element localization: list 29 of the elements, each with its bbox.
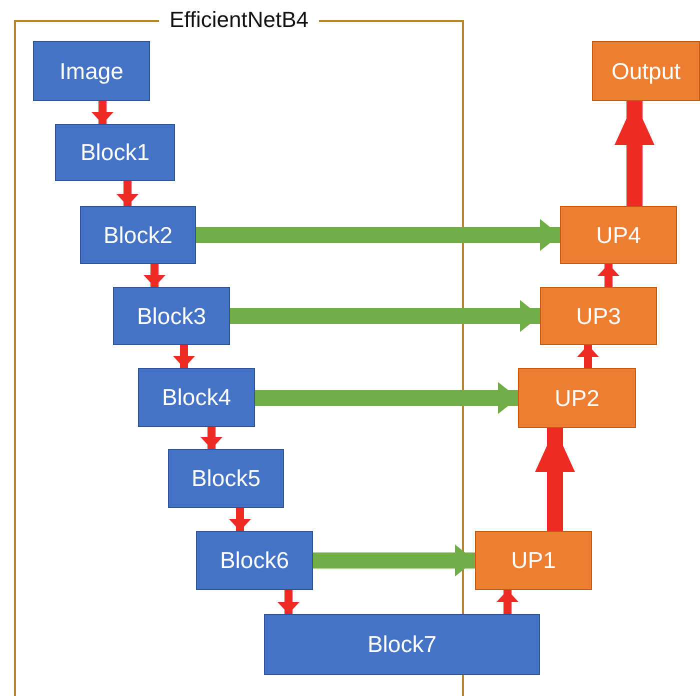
layer-box: Block4 <box>138 368 255 427</box>
arrow <box>577 345 599 368</box>
arrow <box>598 264 620 287</box>
arrow <box>116 181 138 206</box>
layer-box: Block6 <box>196 531 313 590</box>
arrow <box>496 590 518 614</box>
layer-box: Block1 <box>55 124 175 181</box>
arrow <box>92 101 114 124</box>
layer-box: UP2 <box>518 368 636 428</box>
layer-box: UP3 <box>540 287 657 345</box>
layer-box: UP4 <box>560 206 677 264</box>
layer-box: Block2 <box>80 206 196 264</box>
arrow <box>196 219 560 251</box>
arrow <box>535 428 575 531</box>
arrow <box>144 264 166 287</box>
arrow <box>614 101 654 206</box>
layer-box: Output <box>592 41 700 101</box>
arrow <box>229 508 251 531</box>
arrow <box>278 590 300 614</box>
arrow <box>230 300 540 332</box>
layer-box: Block3 <box>113 287 230 345</box>
arrow <box>200 427 222 449</box>
layer-box: UP1 <box>475 531 592 590</box>
layer-box: Block5 <box>168 449 284 508</box>
arrow <box>173 345 195 368</box>
layer-box: Image <box>33 41 150 101</box>
arrow <box>313 544 475 576</box>
arrow <box>255 382 518 414</box>
layer-box: Block7 <box>264 614 540 675</box>
